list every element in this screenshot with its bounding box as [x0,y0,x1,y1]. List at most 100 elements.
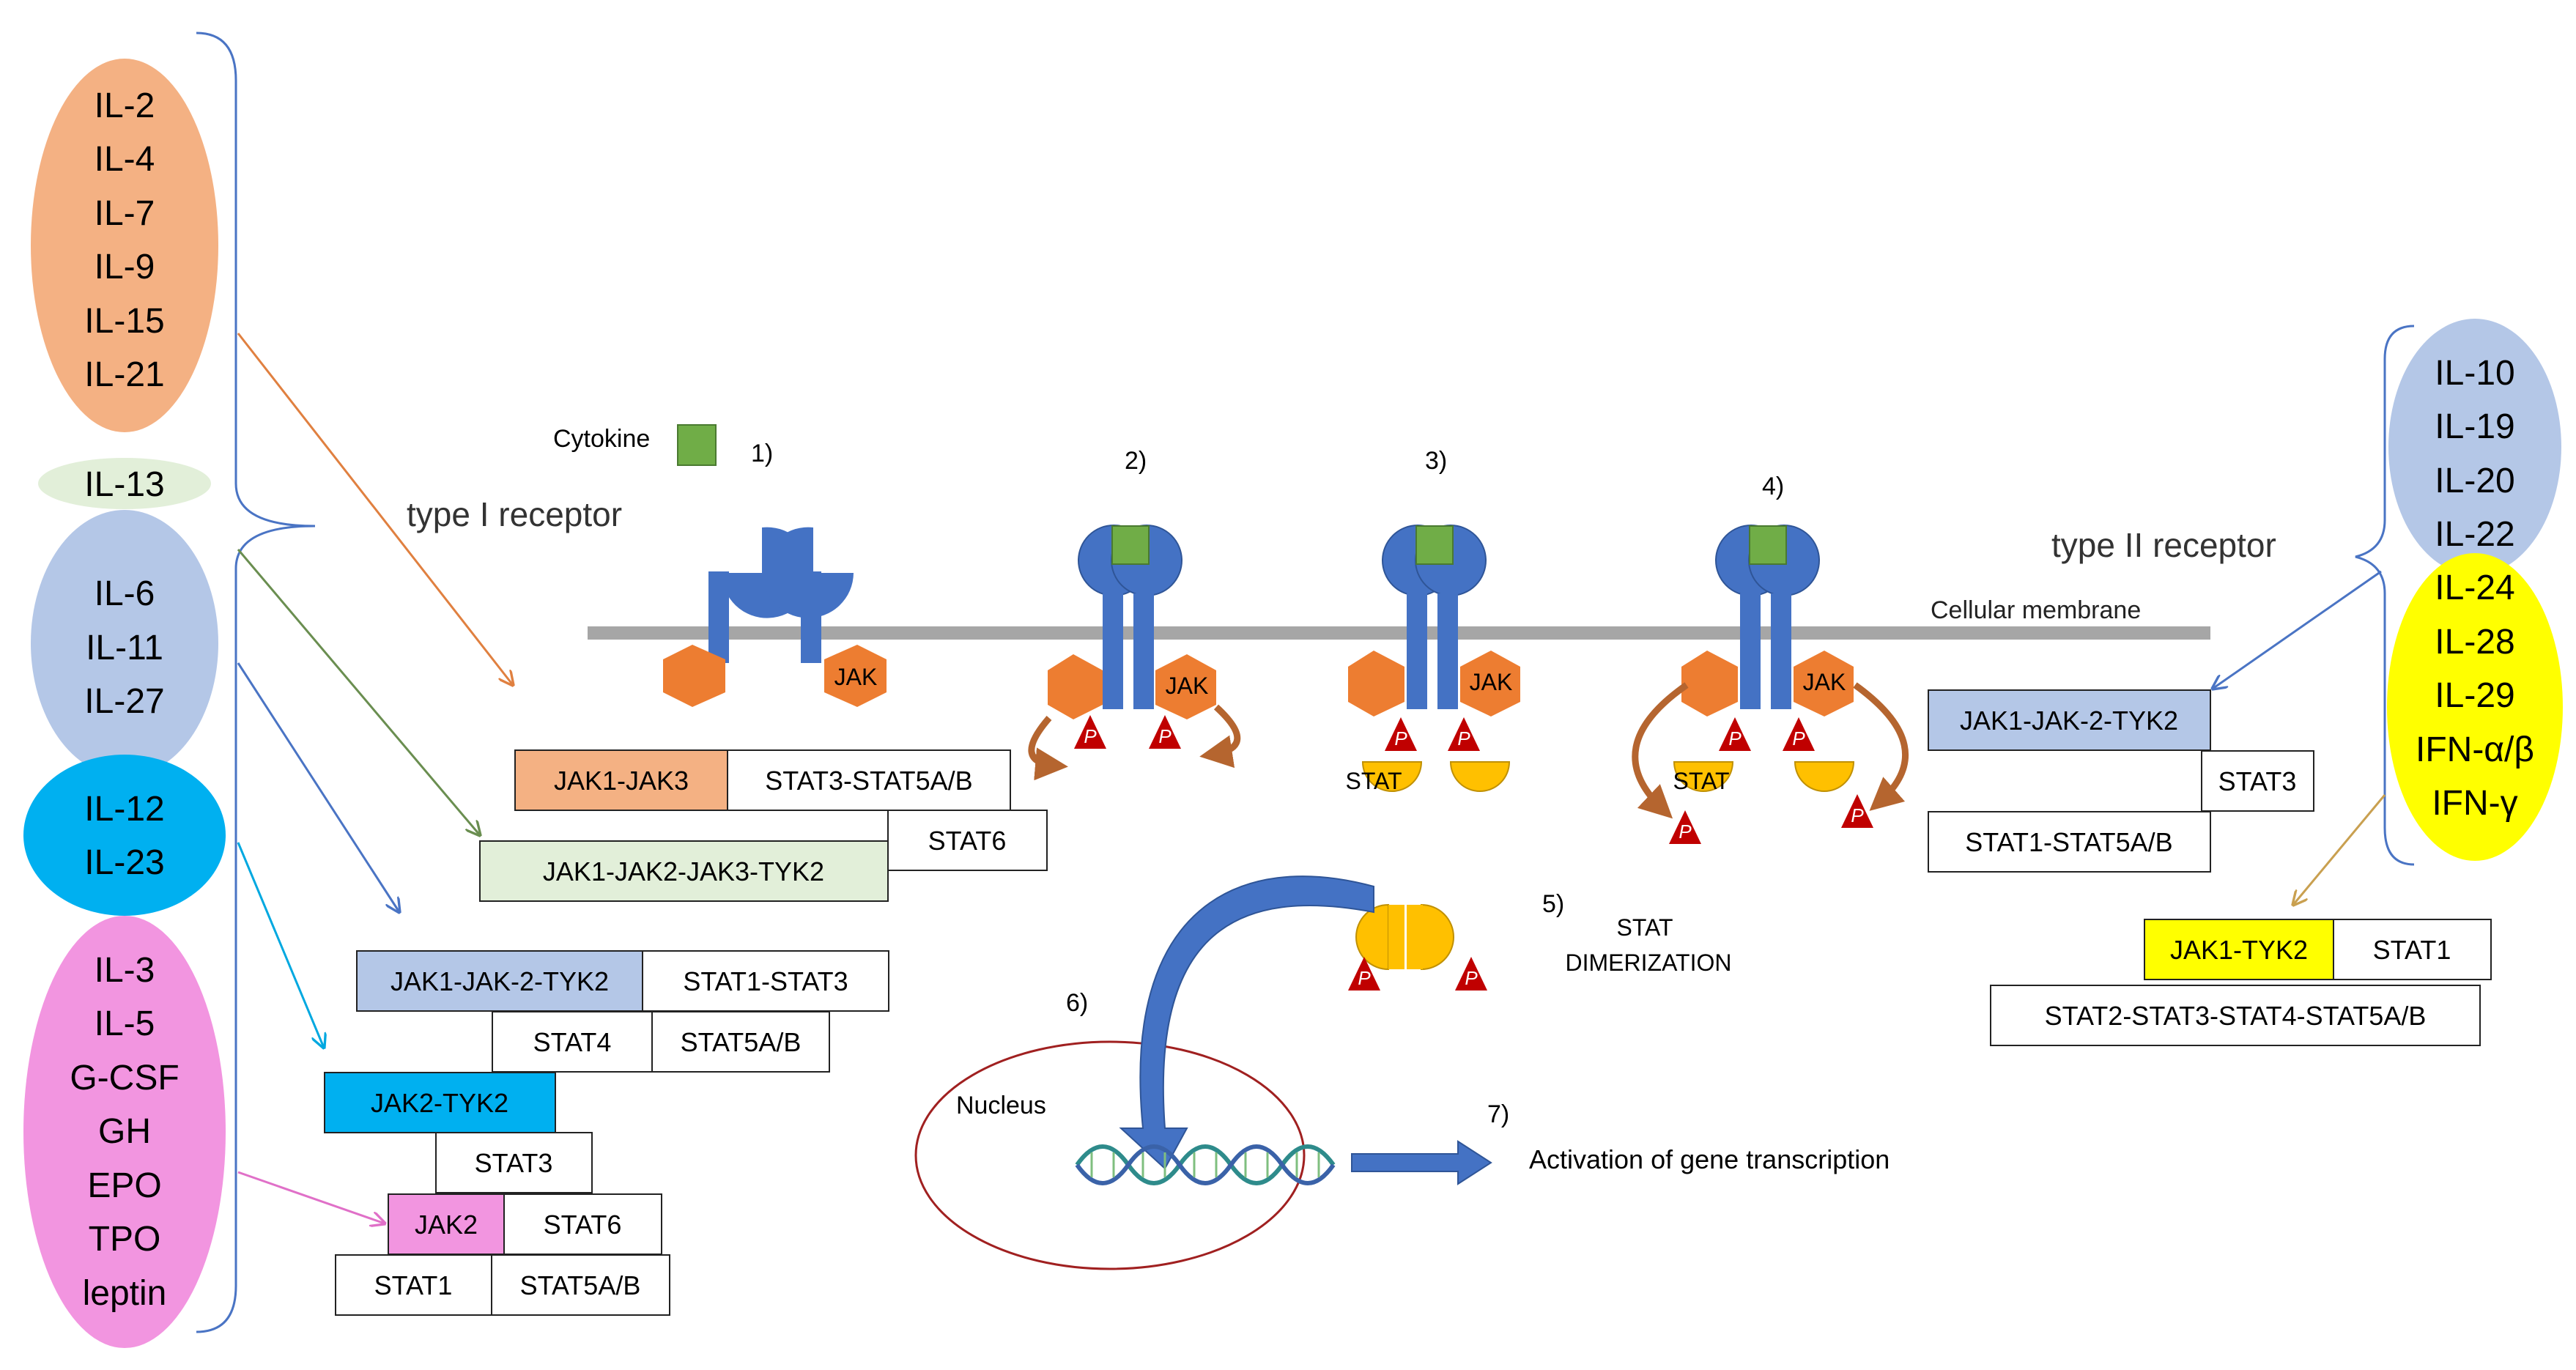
jak-right-3 [1460,651,1520,717]
cytokine-il7: IL-7 [95,194,155,233]
cytokine-epo: EPO [87,1166,161,1205]
box-stat5ab-b-label: STAT5A/B [520,1270,641,1300]
transcription-arrow [1351,1140,1492,1185]
dna-helix [1075,1144,1336,1185]
cytokine-il12: IL-12 [84,790,164,829]
curved-arrow-4-left [1632,682,1689,819]
cellular-membrane [588,626,2210,640]
phospho-4-right [1783,717,1815,751]
type1-receptor-label: type I receptor [407,495,622,533]
orange-ellipse [31,59,218,432]
steel-ellipse-right [2388,319,2561,575]
box-stat3-a [435,1132,593,1193]
cytokine-il28: IL-28 [2435,623,2514,662]
stat-4-left [1673,761,1734,792]
receptor-3-stem-left [1407,593,1427,709]
cytokine-ifn-g: IFN-γ [2432,784,2517,823]
cytokine-gcsf: G-CSF [70,1059,179,1097]
big-curved-arrow [1119,875,1374,1170]
receptor-4-stem-right [1771,593,1791,709]
receptor-2-stem-right [1133,593,1154,709]
phospho-3-right [1448,717,1480,751]
stage-5: 5) STAT DIMERIZATION [1348,890,1731,991]
box-jak2-label: JAK2 [415,1210,478,1240]
cytokine-il5: IL-5 [95,1004,155,1043]
box-stat5ab-a-label: STAT5A/B [681,1027,802,1057]
cytokine-label: Cytokine [553,425,650,453]
box-stat3-right-label: STAT3 [2218,766,2297,796]
box-stat1-stat5ab-right-label: STAT1-STAT5A/B [1965,827,2172,857]
box-stat3-stat5ab [727,749,1011,811]
curved-arrow-2-left [1028,716,1068,781]
box-jak1-jak2-tyk2-right [1928,689,2211,751]
cytokine-il29: IL-29 [2435,676,2514,715]
yellow-ellipse-right [2387,553,2563,861]
receptor-left-stem [708,571,729,663]
jak-left-2 [1048,654,1103,719]
pink-group-labels: IL-3 IL-5 G-CSF GH EPO TPO leptin [70,951,179,1313]
cytokine-il2: IL-2 [95,86,155,125]
cytokine-bound-4 [1749,525,1787,565]
box-stat1-stat5ab-right [1928,811,2211,873]
stat-label-3: STAT [1345,768,1402,794]
cytokine-il23: IL-23 [84,843,164,882]
cytokine-tpo: TPO [89,1220,161,1259]
cytokine-il13: IL-13 [84,465,164,504]
stat-3-right [1449,761,1511,792]
dna-strand-a [1075,1144,1336,1185]
box-stat2-stat5ab-label: STAT2-STAT3-STAT4-STAT5A/B [2045,1001,2427,1031]
cytokine-il15: IL-15 [84,302,164,341]
box-jak1-jak3 [514,749,728,811]
box-jak1-tyk2-label: JAK1-TYK2 [2170,935,2308,965]
box-stat1-right [2333,919,2492,980]
jak-left-4 [1681,651,1738,717]
cytokine-il19: IL-19 [2435,407,2514,446]
cytokine-ifn-ab: IFN-α/β [2416,730,2534,769]
cytokine-il6: IL-6 [95,574,155,613]
activation-label: Activation of gene transcription [1529,1144,1890,1174]
jak-left-3 [1348,651,1404,717]
receptor-3-stem-right [1437,593,1458,709]
stage-3: 3) JAK STAT [1345,447,1520,794]
stat-dimer-right [1421,903,1454,971]
jak-label-4: JAK [1803,669,1846,695]
box-jak1-tyk2 [2144,919,2334,980]
arrow-orange [237,333,513,685]
phospho-2-left [1074,715,1106,749]
dna-rungs [1090,1152,1320,1177]
cytokine-il4: IL-4 [95,140,155,179]
box-stat1-a [335,1254,492,1316]
curved-arrow-2-right [1199,704,1241,769]
jak-right-4 [1794,651,1854,717]
box-stat1-a-label: STAT1 [374,1270,453,1300]
box-stat6-a-label: STAT6 [928,826,1007,856]
box-stat6-b-label: STAT6 [544,1210,622,1240]
stat-dimer-left-body [1388,905,1404,969]
orange-group-labels: IL-2 IL-4 IL-7 IL-9 IL-15 IL-21 [84,86,164,394]
cytokine-square-legend [677,424,717,466]
nucleus-ellipse [914,1040,1306,1270]
box-jak2-tyk2-label: JAK2-TYK2 [371,1088,508,1118]
step-6-label: 6) [1066,989,1088,1017]
stat-dimer-left [1355,903,1389,971]
stat-dimerization-line2: DIMERIZATION [1566,949,1732,976]
right-connector-arrows [2213,570,2386,905]
right-curly-bracket [2355,325,2415,866]
steel-right-labels: IL-10 IL-19 IL-20 IL-22 [2435,354,2514,554]
receptor-2-stem-left [1103,593,1123,709]
stat-label-4: STAT [1673,768,1729,794]
box-stat4-label: STAT4 [533,1027,612,1057]
cytokine-leptin: leptin [83,1274,167,1313]
type2-receptor-label: type II receptor [2051,526,2276,564]
left-jak-stat-boxes: JAK1-JAK3 STAT3-STAT5A/B STAT6 JAK1-JAK2… [324,749,1048,1316]
cytokine-il3: IL-3 [95,951,155,990]
phospho-4-left [1719,717,1751,751]
cytokine-bound-2 [1111,525,1150,565]
steel-group-labels: IL-6 IL-11 IL-27 [84,574,164,721]
cytokine-gh: GH [98,1112,151,1151]
cyan-group-labels: IL-12 IL-23 [84,790,164,882]
stat-4-right [1794,761,1855,792]
arrow-cyan [237,842,324,1048]
cytokine-il10: IL-10 [2435,354,2514,393]
